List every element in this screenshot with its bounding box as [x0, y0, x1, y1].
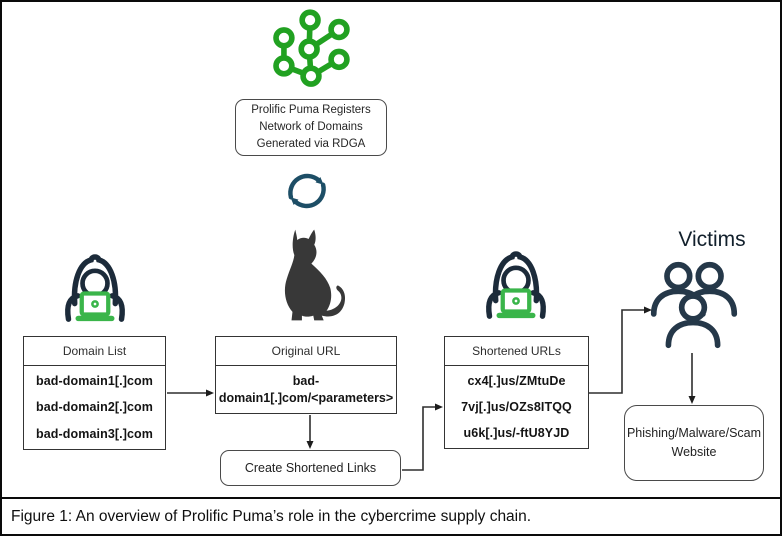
shortened-urls-box: Shortened URLs cx4[.]us/ZMtuDe 7vj[.]us/…: [444, 336, 589, 449]
victims-label: Victims: [678, 228, 746, 251]
cycle-refresh-icon: [288, 173, 326, 209]
domain-item: bad-domain2[.]com: [36, 400, 153, 415]
phishing-website-box: Phishing/Malware/Scam Website: [624, 405, 764, 481]
arrow-shortened-to-victims: [589, 306, 652, 394]
hooded-hacker-icon: [477, 243, 555, 327]
people-group-icon: [648, 260, 740, 352]
original-url-header: Original URL: [216, 337, 396, 366]
figure-caption: Figure 1: An overview of Prolific Puma’s…: [2, 497, 780, 534]
shortened-url-item: cx4[.]us/ZMtuDe: [467, 374, 566, 388]
original-url-box: Original URL bad-domain1[.]com/<paramete…: [215, 336, 397, 414]
arrow-create-to-shortened: [402, 403, 443, 471]
puma-silhouette-icon: [284, 229, 346, 321]
register-line-1: Prolific Puma Registers: [251, 104, 371, 117]
hooded-hacker-icon: [56, 246, 134, 330]
rdga-register-box: Prolific Puma Registers Network of Domai…: [235, 99, 387, 156]
domain-list-box: Domain List bad-domain1[.]com bad-domain…: [23, 336, 166, 450]
shortened-urls-header: Shortened URLs: [445, 337, 588, 366]
create-shortened-links-label: Create Shortened Links: [244, 461, 377, 475]
shortened-url-item: u6k[.]us/-ftU8YJD: [463, 426, 570, 440]
website-line-1: Phishing/Malware/Scam: [626, 426, 762, 441]
register-line-3: Generated via RDGA: [256, 137, 366, 150]
website-line-2: Website: [671, 445, 717, 459]
domain-item: bad-domain1[.]com: [36, 374, 153, 389]
shortened-url-item: 7vj[.]us/OZs8ITQQ: [461, 400, 572, 414]
rdga-network-icon: [273, 9, 350, 87]
original-url-value: bad-domain1[.]com/<parameters>: [218, 373, 394, 405]
register-line-2: Network of Domains: [259, 121, 363, 134]
create-shortened-links-box: Create Shortened Links: [220, 450, 401, 486]
domain-list-header: Domain List: [24, 337, 165, 366]
domain-item: bad-domain3[.]com: [36, 426, 153, 441]
